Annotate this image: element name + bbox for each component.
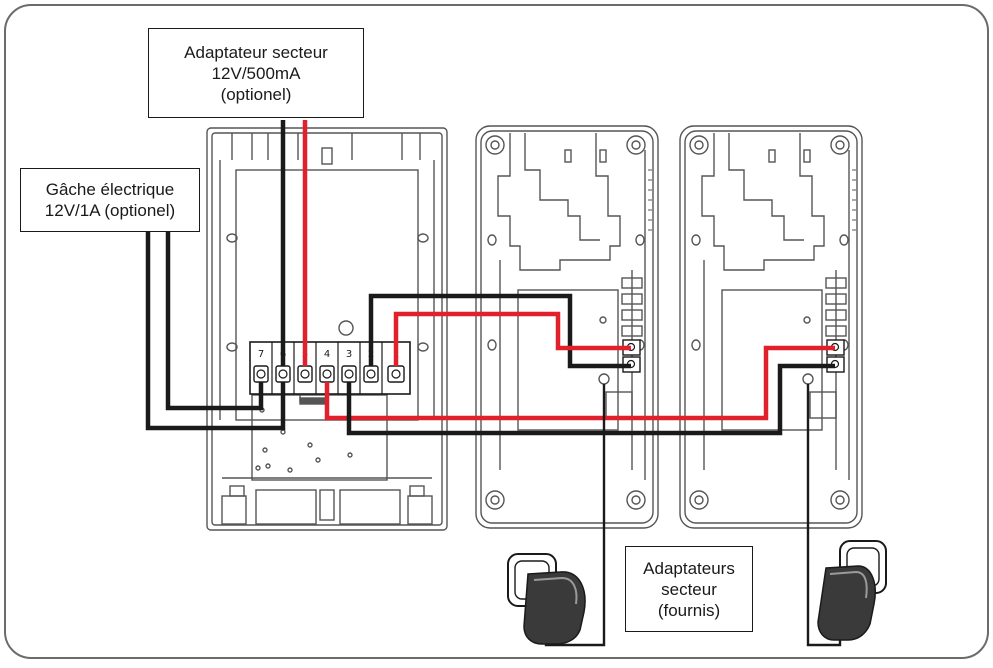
supplied-adapters-line2: secteur [661,579,717,599]
electric-strike-line1: Gâche électrique [45,180,175,199]
plug-adapter-right-icon [817,540,887,641]
plug-adapter-left-icon [507,553,586,645]
terminal-7-label: 7 [258,349,264,360]
electric-strike-label-box: Gâche électrique 12V/1A (optionel) [20,168,200,232]
terminal-block: 7 6 5 4 3 2 1 [249,341,411,395]
wire-t2-monitor1 [368,293,631,369]
power-adapter-line3: (optionel) [220,84,292,104]
indoor-monitor-2 [679,125,863,529]
power-adapter-label-box: Adaptateur secteur 12V/500mA (optionel) [148,28,364,118]
terminal-3-label: 3 [346,349,352,360]
outdoor-panel [206,127,448,531]
power-adapter-line2: 12V/500mA [211,63,301,83]
wire-strike-2 [165,230,264,411]
diagram-frame [4,4,989,659]
wire-strike-1 [145,230,286,431]
power-adapter-line1: Adaptateur secteur [184,42,328,62]
supplied-adapters-label-box: Adaptateurs secteur (fournis) [625,546,753,632]
terminal-4-label: 4 [324,349,330,360]
wire-t3-monitor2 [346,363,835,436]
wires [145,120,835,436]
wire-t1-monitor1 [393,311,631,366]
wire-t4-monitor2 [324,345,835,421]
electric-strike-line2: 12V/1A (optionel) [44,201,176,220]
supplied-adapters-line3: (fournis) [657,600,721,620]
supplied-adapters-line1: Adaptateurs [643,558,735,578]
